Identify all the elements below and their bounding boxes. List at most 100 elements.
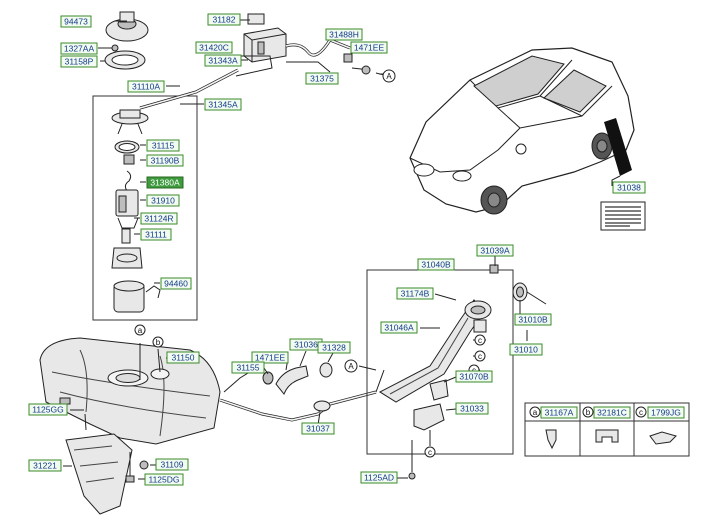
part-label-31037[interactable]: 31037 [301, 422, 335, 435]
svg-text:b: b [156, 338, 161, 347]
part-label-31109[interactable]: 31109 [155, 458, 189, 471]
part-label-31036[interactable]: 31036 [289, 338, 323, 351]
pump-cover-plate [105, 11, 149, 42]
bolt-1125GG [84, 413, 87, 431]
part-label-1125DG[interactable]: 1125DG [144, 473, 184, 486]
svg-text:94460: 94460 [164, 279, 188, 289]
part-label-31150[interactable]: 31150 [166, 351, 200, 364]
part-label-31010[interactable]: 31010 [509, 343, 543, 356]
svg-text:31037: 31037 [306, 424, 330, 434]
svg-text:a: a [138, 326, 143, 335]
part-label-31343A[interactable]: 31343A [204, 54, 242, 67]
part-label-31070B[interactable]: 31070B [455, 370, 493, 383]
svg-text:31070B: 31070B [459, 372, 489, 382]
clip-b-icon [595, 429, 619, 443]
svg-text:a: a [533, 408, 538, 417]
marker-b-tank: b [152, 336, 164, 348]
pump-assembly-frame [92, 95, 198, 321]
part-label-31420C[interactable]: 31420C [195, 41, 233, 54]
svg-text:31221: 31221 [33, 461, 57, 471]
part-label-31488H[interactable]: 31488H [325, 28, 363, 41]
svg-text:A: A [348, 362, 354, 371]
svg-text:31158P: 31158P [65, 57, 94, 67]
part-label-31115[interactable]: 31115 [146, 139, 180, 152]
car-illustration [409, 47, 635, 215]
svg-text:31182: 31182 [212, 15, 235, 25]
part-label-1327AA[interactable]: 1327AA [60, 42, 98, 55]
pump-holder [117, 217, 139, 229]
filler-bracket [413, 379, 449, 431]
part-label-94460[interactable]: 94460 [160, 277, 192, 290]
svg-text:31040B: 31040B [421, 260, 451, 270]
part-label-1125GG[interactable]: 1125GG [28, 403, 68, 416]
part-label-31380A[interactable]: 31380A [146, 176, 184, 189]
part-label-31182[interactable]: 31182 [207, 13, 241, 26]
svg-text:31375: 31375 [310, 74, 334, 84]
svg-text:A: A [386, 72, 392, 81]
svg-text:31488H: 31488H [329, 30, 359, 40]
part-label-31345A[interactable]: 31345A [204, 98, 242, 111]
svg-text:c: c [428, 448, 432, 457]
clip-legend [524, 402, 690, 457]
part-label-1125AD[interactable]: 1125AD [360, 471, 398, 484]
part-label-1471EE-mid[interactable]: 1471EE [251, 351, 289, 364]
svg-text:c: c [478, 336, 482, 345]
part-label-32181C[interactable]: 32181C [593, 406, 631, 419]
legend-marker-c: c [635, 406, 647, 418]
part-label-94473[interactable]: 94473 [60, 15, 92, 28]
part-label-31375[interactable]: 31375 [305, 72, 339, 85]
canister-filter-cap [247, 13, 265, 25]
part-label-31910[interactable]: 31910 [146, 194, 180, 207]
svg-text:31910: 31910 [151, 196, 175, 206]
filler-neck-head [464, 300, 492, 333]
filler-clamps [262, 362, 333, 385]
marker-c-1: c [474, 334, 486, 346]
marker-a-tank: a [134, 324, 146, 336]
svg-text:31150: 31150 [171, 353, 194, 363]
part-label-31039A[interactable]: 31039A [476, 244, 514, 257]
svg-text:1471EE: 1471EE [255, 353, 286, 363]
lock-ring [104, 50, 146, 70]
svg-text:31038: 31038 [617, 183, 641, 193]
svg-text:31046A: 31046A [384, 323, 414, 333]
svg-text:1471EE: 1471EE [354, 43, 385, 53]
part-label-31111[interactable]: 31111 [140, 228, 172, 241]
part-label-31110A[interactable]: 31110A [127, 80, 165, 93]
svg-text:31109: 31109 [160, 460, 183, 470]
part-label-31221[interactable]: 31221 [28, 459, 62, 472]
part-label-31167A[interactable]: 31167A [540, 406, 578, 419]
part-label-31124R[interactable]: 31124R [140, 212, 178, 225]
svg-text:31155: 31155 [236, 363, 259, 373]
vapor-tube [139, 68, 239, 110]
svg-text:c: c [478, 352, 482, 361]
part-label-1799JG[interactable]: 1799JG [647, 406, 685, 419]
part-label-31155[interactable]: 31155 [231, 361, 265, 374]
part-label-31038[interactable]: 31038 [612, 181, 646, 194]
clip-c-icon [649, 431, 677, 445]
svg-text:31174B: 31174B [401, 289, 430, 299]
svg-text:31110A: 31110A [132, 82, 160, 92]
part-label-31033[interactable]: 31033 [455, 402, 489, 415]
marker-c-4: c [424, 446, 436, 458]
svg-text:94473: 94473 [64, 17, 88, 27]
tank-strap-bolt [125, 452, 135, 483]
fuel-filler-cap [512, 282, 547, 305]
part-label-31046A[interactable]: 31046A [380, 321, 418, 334]
hose-clamp [343, 53, 353, 63]
clip [124, 170, 132, 192]
svg-text:b: b [586, 408, 591, 417]
part-label-31010B[interactable]: 31010B [514, 313, 552, 326]
sender-bracket [111, 247, 143, 269]
screw-31039A [489, 264, 499, 274]
legend-marker-b: b [582, 406, 594, 418]
part-label-31190B[interactable]: 31190B [146, 154, 184, 167]
part-label-31040B[interactable]: 31040B [417, 258, 455, 271]
part-label-31158P[interactable]: 31158P [60, 55, 98, 68]
svg-text:31010: 31010 [514, 345, 538, 355]
svg-text:1125GG: 1125GG [32, 405, 64, 415]
part-label-31174B[interactable]: 31174B [396, 287, 434, 300]
marker-A-top: A [382, 69, 396, 83]
part-label-1471EE-top[interactable]: 1471EE [350, 41, 388, 54]
part-label-31328[interactable]: 31328 [317, 341, 351, 354]
filter-inlet [121, 228, 131, 244]
